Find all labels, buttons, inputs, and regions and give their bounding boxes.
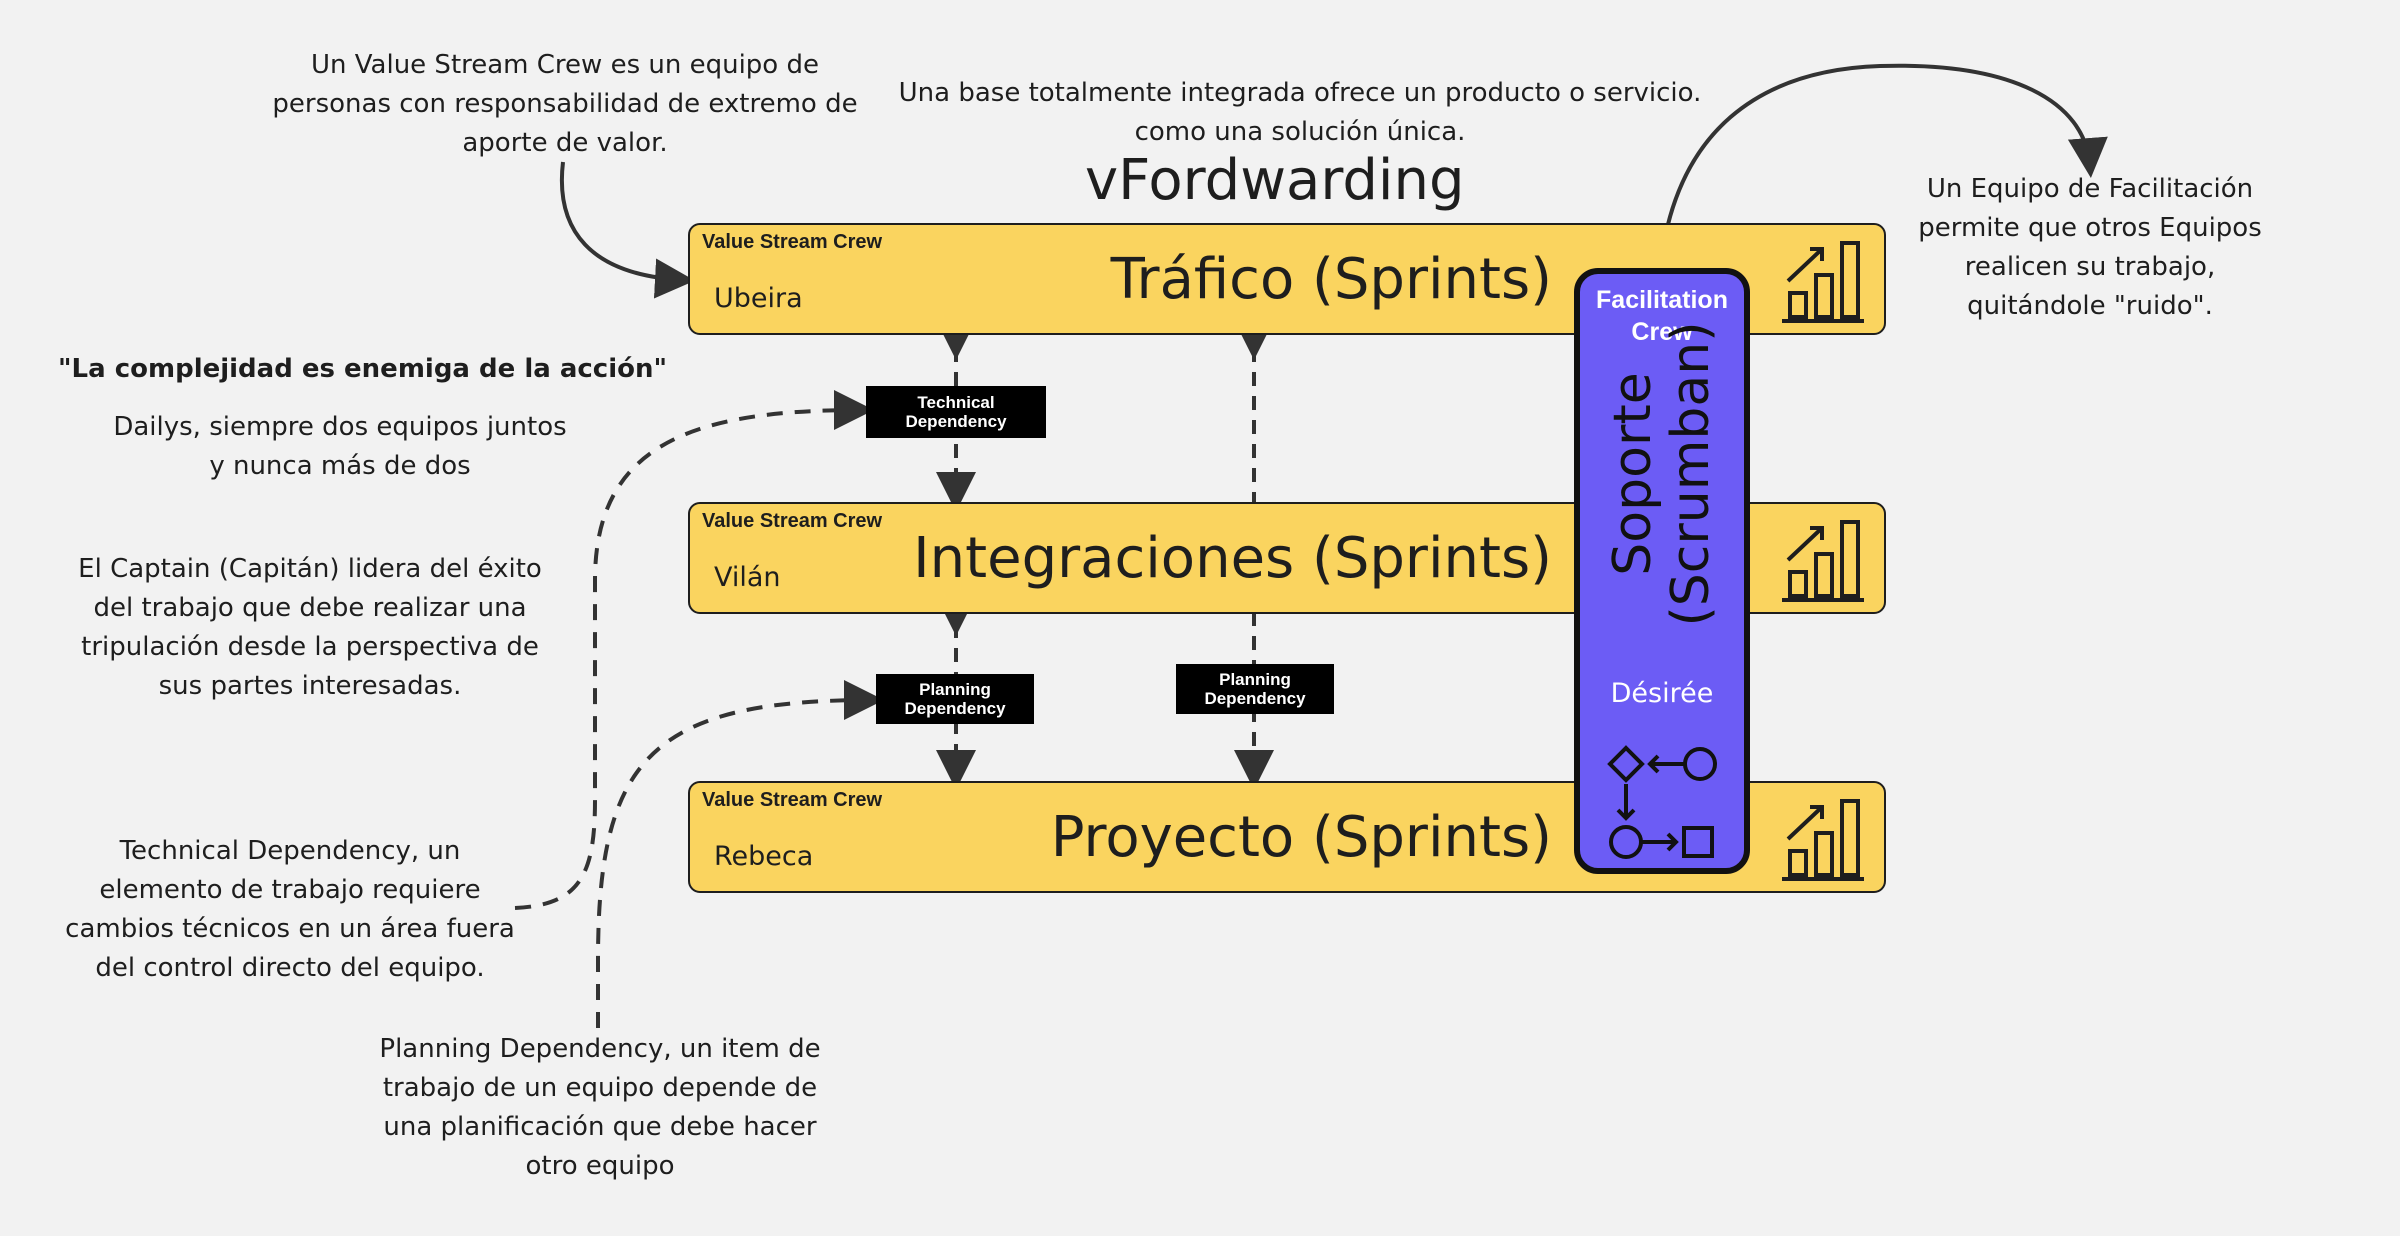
crew-title: Integraciones (Sprints) — [913, 526, 1552, 591]
note-line: aporte de valor. — [462, 128, 668, 158]
facil-type-line: Crew — [1631, 318, 1693, 346]
facil-title-line: (Scrumban) — [1661, 321, 1721, 627]
dep-label-line: Dependency — [1204, 689, 1306, 708]
note-line: Technical Dependency, un — [119, 836, 461, 866]
note-line: elemento de trabajo requiere — [99, 875, 481, 905]
note-line: El Captain (Capitán) lidera del éxito — [78, 554, 542, 584]
crew-type-label: Value Stream Crew — [702, 231, 883, 253]
note-line: sus partes interesadas. — [158, 671, 462, 701]
bar-chart-up-icon — [1782, 799, 1864, 881]
crew-type-label: Value Stream Crew — [702, 510, 883, 532]
dailys-note: Dailys, siempre dos equipos juntos y nun… — [100, 408, 580, 486]
dep-label-line: Planning — [919, 680, 991, 699]
facil-title-line: Soporte — [1603, 372, 1663, 576]
note-line: personas con responsabilidad de extremo … — [272, 89, 858, 119]
note-line: como una solución única. — [1134, 117, 1466, 147]
crew-lead-name: Rebeca — [714, 841, 814, 872]
vsc-note-arrow — [559, 161, 695, 299]
technical-dependency-note: Technical Dependency, un elemento de tra… — [50, 832, 530, 988]
workflow-icon — [1607, 745, 1717, 859]
note-line: del control directo del equipo. — [95, 953, 485, 983]
note-line: Un Equipo de Facilitación — [1926, 174, 2254, 204]
note-line: quitándole "ruido". — [1967, 291, 2213, 321]
note-line: permite que otros Equipos — [1918, 213, 2262, 243]
note-line: Planning Dependency, un item de — [379, 1034, 821, 1064]
captain-note: El Captain (Capitán) lidera del éxito de… — [60, 550, 560, 706]
planning-dependency-pointer — [596, 680, 884, 1028]
facilitation-type-label: Facilitation Crew — [1580, 284, 1744, 348]
crew-title: Tráfico (Sprints) — [1110, 247, 1552, 312]
note-line: una planificación que debe hacer — [383, 1112, 817, 1142]
planning-dependency-note: Planning Dependency, un item de trabajo … — [360, 1030, 840, 1186]
note-line: otro equipo — [525, 1151, 675, 1181]
dep-label-line: Dependency — [904, 699, 1006, 718]
page-title: vFordwarding — [1085, 148, 1465, 213]
technical-dependency-pointer — [514, 390, 874, 910]
dep-label-line: Dependency — [905, 412, 1007, 431]
note-line: del trabajo que debe realizar una — [93, 593, 527, 623]
crew-type-label: Value Stream Crew — [702, 789, 883, 811]
integrated-base-note: Una base totalmente integrada ofrece un … — [880, 74, 1720, 152]
planning-dependency-label-2[interactable]: Planning Dependency — [1176, 664, 1334, 714]
note-line: cambios técnicos en un área fuera — [65, 914, 515, 944]
value-stream-crew-note: Un Value Stream Crew es un equipo de per… — [260, 46, 870, 163]
dep-label-line: Technical — [917, 393, 995, 412]
note-line: tripulación desde la perspectiva de — [81, 632, 539, 662]
facilitation-team-note: Un Equipo de Facilitación permite que ot… — [1880, 170, 2300, 326]
note-line: Un Value Stream Crew es un equipo de — [311, 50, 819, 80]
complexity-quote: "La complejidad es enemiga de la acción" — [58, 354, 668, 384]
note-line: realicen su trabajo, — [1964, 252, 2216, 282]
facilitation-crew[interactable]: Facilitation Crew Soporte (Scrumban) Dés… — [1574, 268, 1750, 874]
facilitation-lead-name: Désirée — [1610, 678, 1714, 709]
crew-lead-name: Ubeira — [714, 283, 803, 314]
bar-chart-up-icon — [1782, 520, 1864, 602]
note-line: trabajo de un equipo depende de — [382, 1073, 818, 1103]
facilitation-note-arrow — [1658, 63, 2108, 271]
technical-dependency-label[interactable]: Technical Dependency — [866, 386, 1046, 438]
crew-title: Proyecto (Sprints) — [1050, 805, 1552, 870]
note-line: Dailys, siempre dos equipos juntos — [113, 412, 567, 442]
note-line: y nunca más de dos — [209, 451, 471, 481]
note-line: Una base totalmente integrada ofrece un … — [898, 78, 1702, 108]
planning-dependency-label[interactable]: Planning Dependency — [876, 674, 1034, 724]
bar-chart-up-icon — [1782, 241, 1864, 323]
dep-label-line: Planning — [1219, 670, 1291, 689]
crew-lead-name: Vilán — [714, 562, 781, 593]
facil-type-line: Facilitation — [1596, 286, 1728, 314]
